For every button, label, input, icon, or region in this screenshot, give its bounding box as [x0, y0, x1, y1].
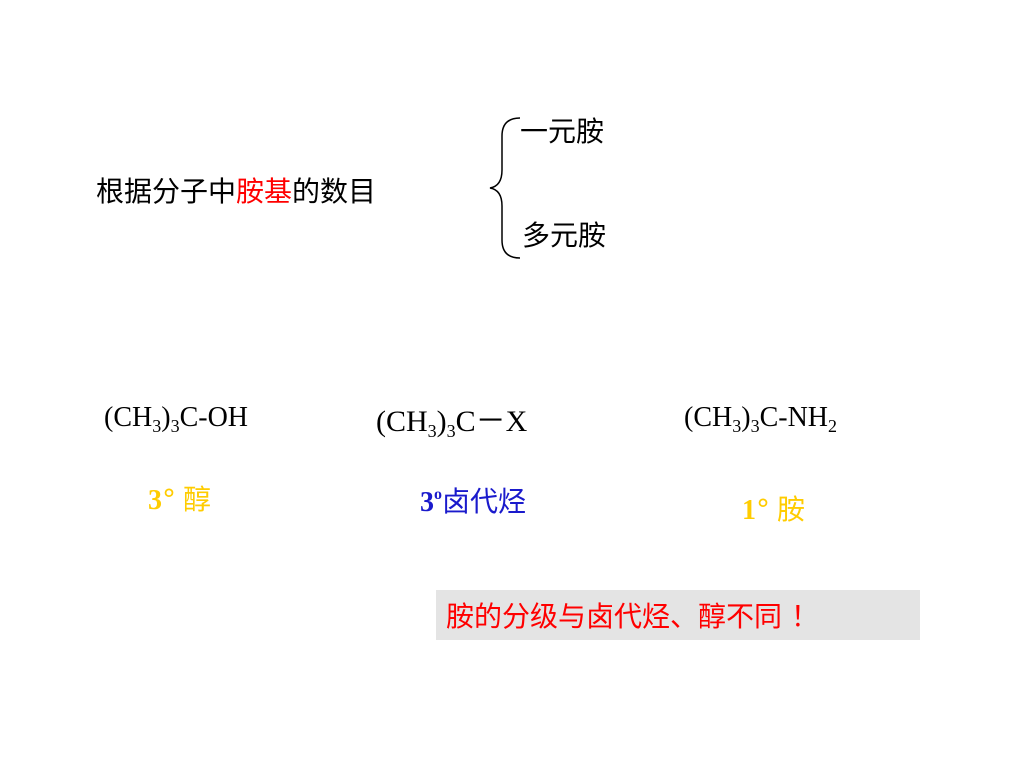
formula-subscript: 3: [170, 416, 180, 436]
formula-part: (CH: [684, 402, 733, 433]
curly-brace: [489, 117, 521, 259]
formula-tert-butyl-halide: (CH3)3C－X: [376, 396, 527, 442]
formula-part: C-OH: [179, 402, 249, 433]
note-box: 胺的分级与卤代烃、醇不同 ！: [436, 590, 920, 640]
criterion-highlight: 胺基: [236, 175, 293, 208]
formula-tert-butanol: (CH3)3C-OH: [104, 402, 248, 437]
degree-superscript: o: [434, 486, 442, 503]
formula-subscript: 3: [427, 421, 437, 441]
classification-criterion: 根据分子中胺基的数目: [96, 170, 376, 210]
formula-subscript: 3: [732, 416, 742, 436]
formula-subscript: 3: [446, 421, 456, 441]
label-word: 醇: [183, 483, 212, 516]
label-degree-number: 1: [742, 495, 756, 526]
formula-subscript: 3: [750, 416, 760, 436]
branch-monoamine: 一元胺: [520, 115, 605, 148]
label-tertiary-alcohol: 3° 醇: [148, 478, 211, 518]
formula-part: ): [741, 402, 751, 433]
formula-part: (CH: [104, 402, 153, 433]
label-degree-number: 3: [148, 485, 162, 516]
label-word: 胺: [777, 493, 806, 526]
formula-part: C-NH: [759, 402, 829, 433]
label-degree-number: 3: [420, 487, 434, 518]
formula-subscript: 3: [152, 416, 162, 436]
criterion-prefix: 根据分子中: [96, 175, 237, 208]
label-tertiary-halide: 3o卤代烃: [420, 480, 526, 520]
formula-part: C－X: [455, 405, 528, 438]
label-word: 卤代烃: [442, 485, 527, 518]
formula-tert-butylamine: (CH3)3C-NH2: [684, 402, 837, 437]
formula-part: (CH: [376, 405, 428, 438]
formula-subscript: 2: [828, 416, 838, 436]
formula-part: ): [436, 405, 447, 438]
label-primary-amine: 1° 胺: [742, 488, 805, 528]
degree-symbol: °: [756, 493, 770, 526]
branch-polyamine: 多元胺: [522, 219, 607, 252]
criterion-suffix: 的数目: [292, 175, 377, 208]
formula-part: ): [161, 402, 171, 433]
degree-symbol: °: [162, 483, 176, 516]
note-text: 胺的分级与卤代烃、醇不同 ！: [446, 600, 819, 633]
